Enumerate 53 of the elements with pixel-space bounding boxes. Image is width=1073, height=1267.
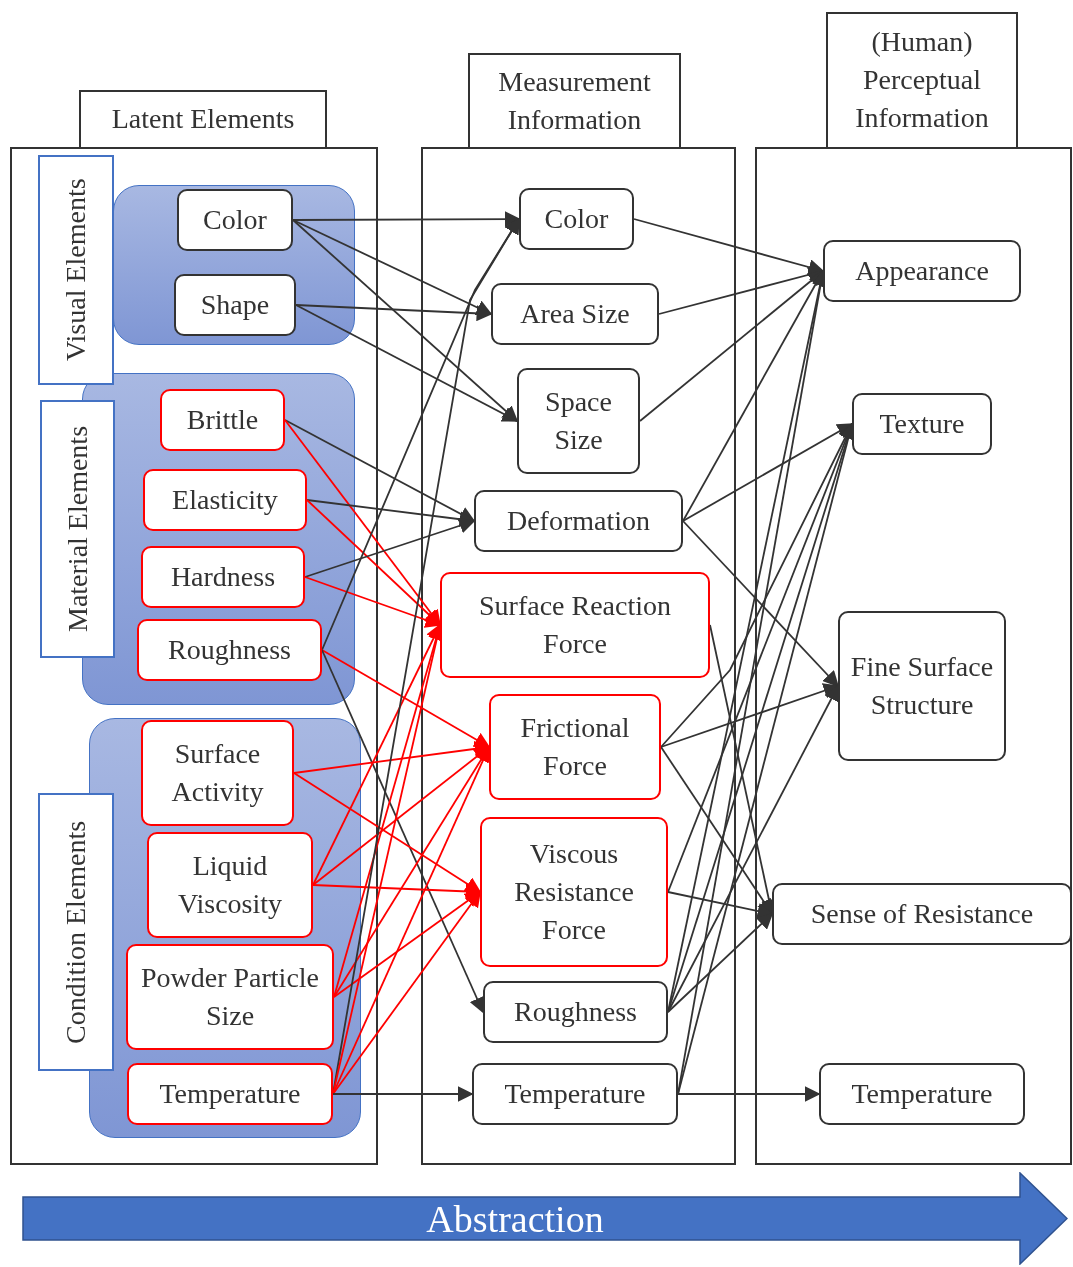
process-box: Surface Reaction Force [440,572,710,678]
arrow [633,218,825,275]
group-label: Visual Elements [38,155,114,385]
process-box: Viscous Resistance Force [480,817,668,967]
arrow [682,423,854,522]
process-box: Fine Surface Structure [838,611,1006,761]
column-heading: Measurement Information [497,64,652,137]
process-box: Roughness [483,981,668,1043]
process-box: Sense of Resistance [772,883,1072,945]
process-box: Area Size [491,283,659,345]
arrow [667,684,839,1013]
process-box: Appearance [823,240,1021,302]
arrow [332,1086,474,1102]
arrow [677,1086,821,1102]
arrow [306,499,476,528]
process-box: Color [519,188,634,250]
arrow [332,890,481,1095]
process-box: Color [177,189,293,251]
arrow [284,419,476,522]
process-box: Elasticity [143,469,307,531]
process-box: Texture [852,393,992,455]
process-box: Temperature [472,1063,678,1125]
process-box: Powder Particle Size [126,944,334,1050]
arrow [321,649,491,748]
column-heading: Latent Elements [110,102,296,137]
column-heading: (Human) Perceptual Information [854,25,990,135]
group-label: Material Elements [40,400,115,658]
arrow [667,891,774,919]
process-box: Space Size [517,368,640,474]
process-box: Roughness [137,619,322,681]
arrow [292,219,493,316]
arrow [292,211,521,228]
process-box: Deformation [474,490,683,552]
arrow-label: Abstraction [425,1197,605,1240]
arrow [312,623,441,886]
arrow [321,649,485,1014]
arrow [295,304,519,422]
process-box: Temperature [819,1063,1025,1125]
arrow [304,576,442,628]
arrow [295,304,493,322]
process-box: Shape [174,274,296,336]
arrow [660,683,840,748]
process-box: Temperature [127,1063,333,1125]
arrow [293,772,482,893]
process-box: Surface Activity [141,720,294,826]
process-box: Brittle [160,389,285,451]
group-label: Condition Elements [38,793,114,1071]
process-box: Liquid Viscosity [147,832,313,938]
process-box: Frictional Force [489,694,661,800]
process-box: Hardness [141,546,305,608]
arrow [682,520,840,688]
arrow [304,517,476,578]
arrow [667,912,774,1013]
